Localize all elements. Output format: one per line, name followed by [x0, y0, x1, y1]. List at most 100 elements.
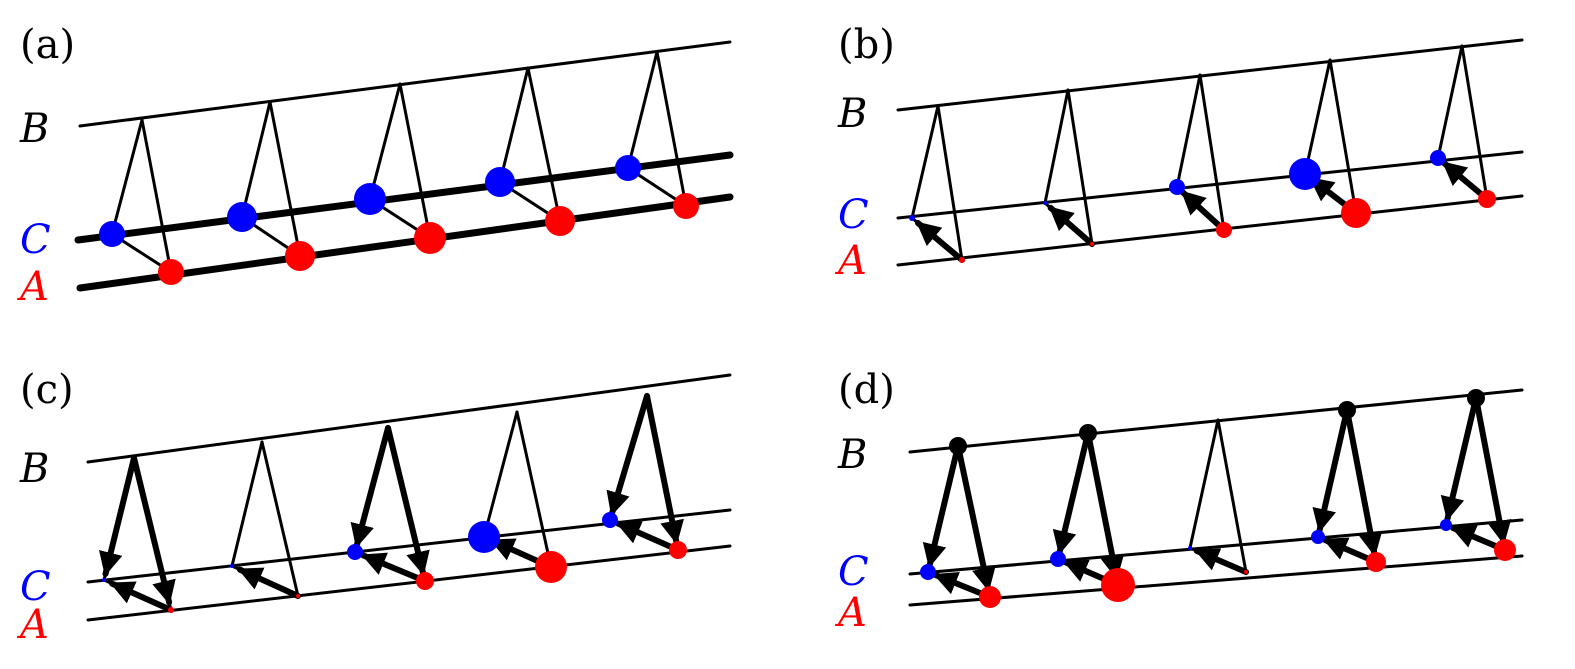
panel-b-lattice: [896, 38, 1524, 267]
panel-c-bond-CB-1: [230, 440, 264, 568]
panel-b-site-A-0: [959, 257, 965, 263]
panel-b-bond-BA-3: [1328, 58, 1358, 215]
panel-b: (b) B C A: [834, 22, 1524, 284]
panel-c-arrow-BA-2: [385, 425, 430, 577]
panel-b-bond-CB-3: [1303, 58, 1332, 176]
panel-d-site-A-4: [1494, 539, 1516, 561]
panel-b-label-B: B: [837, 91, 867, 137]
panel-b-bond-CB-4: [1436, 44, 1464, 160]
panel-b-site-C-3: [1289, 158, 1321, 190]
panel-d-label-B: B: [837, 432, 867, 478]
panel-c-site-C-1: [230, 564, 234, 568]
panel-c-label-A: A: [16, 602, 49, 648]
panel-c-lattice: [86, 373, 732, 622]
panel-c-site-A-1: [296, 594, 300, 598]
panel-c-chain-A: [86, 544, 732, 622]
panel-d-chain-A: [908, 554, 1524, 607]
panel-a-site-A-0: [158, 259, 184, 285]
panel-c-arrow-BC-4: [606, 393, 650, 517]
panel-a-bond-BA-0: [140, 118, 173, 274]
panel-d-site-A-0: [979, 586, 1001, 608]
panel-b-chain-A: [896, 194, 1524, 267]
panel-c-site-A-0: [168, 607, 174, 613]
panel-a-site-A-4: [673, 193, 699, 219]
panel-c-site-A-3: [535, 551, 567, 583]
panel-d-site-C-4: [1440, 519, 1452, 531]
panel-c-arrow-AC-1: [236, 566, 301, 599]
panel-c: (c) B C A: [16, 367, 732, 648]
panel-c-site-C-4: [602, 512, 618, 528]
panel-b-site-C-1: [1043, 201, 1047, 205]
panel-c-arrow-AC-0: [109, 580, 174, 613]
panel-a: (a) B C A: [16, 22, 734, 310]
panel-d-site-A-2: [1244, 570, 1248, 574]
panel-b-arrow-AC-1: [1047, 204, 1095, 247]
panel-d-site-B-4: [1467, 389, 1485, 407]
panel-a-lattice: [74, 40, 734, 292]
panel-b-bond-BA-4: [1460, 44, 1489, 201]
panel-d-site-A-3: [1366, 552, 1386, 572]
panel-d-arrow-BC-3: [1312, 407, 1350, 534]
panel-b-label-C: C: [838, 192, 869, 238]
panel-b-site-C-2: [1169, 179, 1185, 195]
panel-a-bond-BA-3: [526, 66, 562, 223]
panel-d-site-C-3: [1311, 530, 1325, 544]
panel-a-site-A-1: [285, 241, 315, 271]
panel-b-bond-CB-0: [910, 104, 940, 220]
panel-c-arrow-AC-2: [360, 552, 428, 584]
panel-b-bond-CB-1: [1043, 88, 1070, 205]
panel-a-site-C-2: [354, 183, 386, 215]
panel-d-site-C-2: [1188, 546, 1192, 550]
panel-a-chain-B: [78, 40, 732, 128]
panel-d-site-C-1: [1050, 551, 1066, 567]
panel-a-site-A-3: [545, 206, 575, 236]
panel-c-arrow-BA-4: [644, 393, 684, 546]
panel-c-site-A-4: [669, 541, 687, 559]
panel-a-site-A-2: [414, 222, 446, 254]
panel-b-site-A-1: [1090, 242, 1094, 246]
panel-d-label-C: C: [838, 549, 869, 595]
panel-a-site-C-3: [485, 167, 515, 197]
panel-c-arrow-BC-2: [350, 425, 391, 549]
panel-c-site-A-2: [416, 572, 434, 590]
panel-c-bond-CB-3: [482, 410, 519, 539]
panel-b-arrow-AC-4: [1440, 159, 1490, 202]
panel-d-arrow-BA-4: [1473, 395, 1512, 546]
panel-c-arrow-BC-0: [99, 455, 137, 577]
panel-a-bond-BA-4: [655, 50, 688, 208]
panel-a-label-B: B: [19, 106, 49, 152]
panel-d-label: (d): [838, 367, 895, 413]
panel-b-bond-BA-0: [936, 104, 964, 262]
panel-b-chain-C: [896, 150, 1524, 220]
panel-a-site-C-0: [99, 221, 125, 247]
panel-c-bond-BA-1: [260, 440, 300, 598]
panel-d-bond-CB-2: [1188, 418, 1220, 550]
panel-b-arrow-AC-0: [915, 220, 965, 263]
panel-b-bond-BA-1: [1066, 88, 1094, 246]
panel-b-bond-CB-2: [1175, 73, 1202, 189]
panel-d-site-B-3: [1338, 401, 1356, 419]
panel-a-label-C: C: [20, 217, 51, 263]
panel-a-label: (a): [20, 22, 75, 68]
panel-a-chain-A: [76, 193, 734, 292]
panel-a-bond-BA-2: [398, 82, 432, 240]
panel-a-label-A: A: [16, 264, 49, 310]
panel-d-chain-B: [908, 388, 1524, 454]
panel-a-bond-CB-3: [498, 66, 530, 184]
panel-a-bond-CB-0: [110, 118, 144, 236]
panel-b-site-A-4: [1478, 190, 1496, 208]
panel-d-arrow-BA-3: [1344, 407, 1383, 558]
panel-d-arrow-AC-2: [1193, 547, 1249, 575]
panel-c-site-C-3: [468, 521, 500, 553]
panel-c-bond-BA-3: [515, 410, 553, 569]
panel-c-site-C-0: [102, 578, 106, 582]
panel-b-site-A-3: [1341, 198, 1371, 228]
panel-b-bond-BA-2: [1198, 73, 1226, 232]
panel-d-site-B-0: [949, 437, 967, 455]
panel-c-chain-B: [86, 373, 732, 464]
panel-d-site-C-0: [920, 564, 936, 580]
panel-b-arrow-AC-2: [1179, 189, 1227, 233]
panel-a-bond-CB-2: [368, 82, 402, 201]
panel-d-arrow-BA-1: [1085, 430, 1125, 581]
